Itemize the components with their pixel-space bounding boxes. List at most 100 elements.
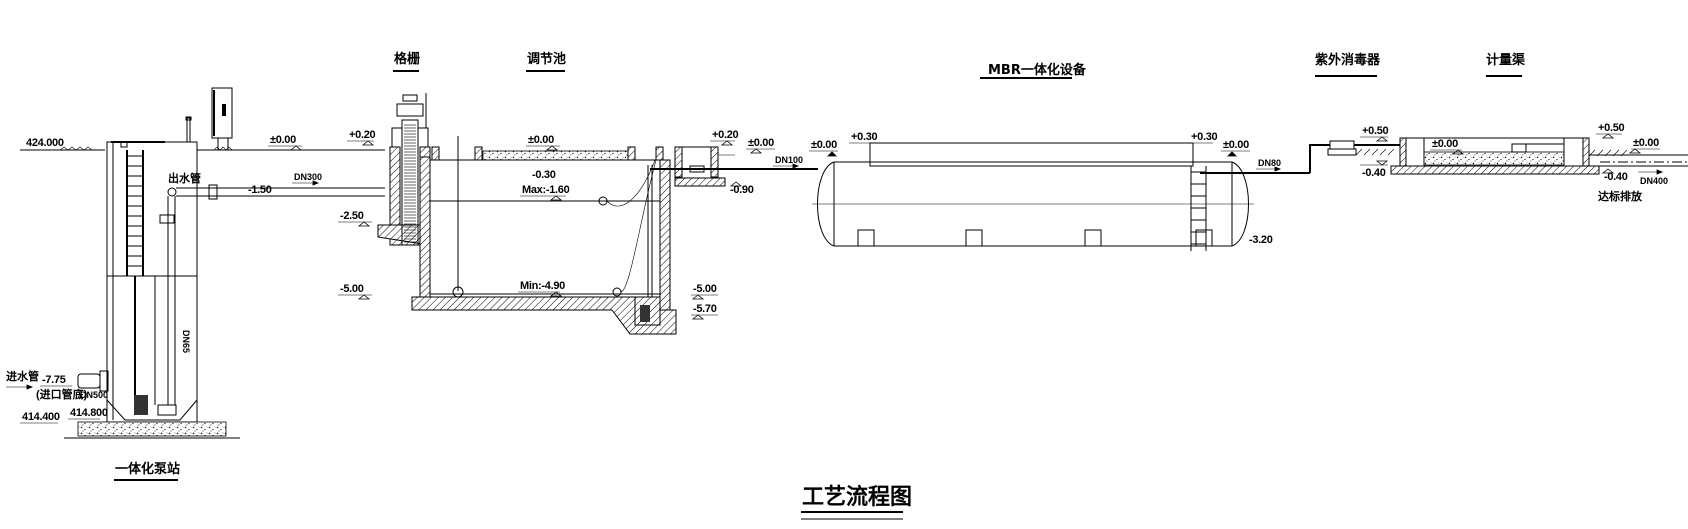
elev-marker (691, 294, 705, 300)
screen-bottom-elev: -5.00 (340, 283, 364, 295)
ground-hatch (1355, 148, 1395, 156)
mbr-outlet-pipe-size: DN80 (1258, 158, 1281, 168)
bottom-elev-outer: 414.400 (22, 411, 60, 423)
mbr-saddles (857, 229, 1213, 247)
pipe-flange (208, 184, 218, 200)
eq-wall-left (419, 156, 431, 298)
screen-drive-head (396, 103, 424, 117)
inlet-note: (进口管底) (36, 387, 88, 401)
eq-curb-mid (474, 146, 483, 161)
pump-station: 424.000 出水管 -1.50 DN300 (6, 87, 385, 481)
uv-bottom-elev: -0.40 (1362, 167, 1386, 179)
mbr-outlet-riser (1309, 144, 1330, 173)
valve-well-top-elev: +0.20 (712, 129, 739, 141)
mbr-top-right: +0.30 (1191, 131, 1218, 143)
elev-marker (720, 140, 734, 146)
eq-wall-right (659, 159, 671, 311)
screen-bars (404, 124, 416, 243)
tank-saddle (1195, 229, 1213, 247)
mbr-tank-body (834, 161, 1232, 247)
elev-marker (1227, 151, 1237, 157)
screen-channel-elev: -2.50 (340, 210, 364, 222)
tank-saddle (857, 229, 875, 247)
elev-marker (1375, 136, 1389, 142)
uv-disinfector: 紫外消毒器 +0.50 -0.40 (1315, 52, 1400, 179)
control-cabinet (211, 87, 233, 151)
outlet-pipe-size: DN300 (294, 172, 322, 182)
submersible-pump (134, 395, 148, 415)
hatch-cover (120, 141, 128, 148)
channel-bed (1423, 151, 1565, 166)
eq-slab-elev: -0.30 (532, 169, 556, 181)
channel-inner-elev: ±0.00 (1432, 138, 1458, 150)
elev-marker (1601, 133, 1615, 139)
elev-marker (545, 145, 559, 151)
min-level-label: Min:-4.90 (520, 280, 565, 292)
mbr-title: MBR一体化设备 (988, 62, 1087, 78)
screen-motor (402, 94, 418, 102)
elev-marker (1375, 160, 1389, 166)
eq-curb-far (655, 146, 664, 161)
ladder (126, 150, 144, 276)
float-cable-high (606, 159, 656, 207)
valve-well-wall-left (674, 146, 683, 178)
cabinet-nameplate (222, 104, 226, 116)
elev-marker (357, 294, 371, 300)
screen-housing (391, 127, 429, 147)
bottom-cone (106, 399, 198, 421)
metering-title: 计量渠 (1486, 52, 1526, 68)
mixer-impeller (452, 286, 464, 298)
flow-arrow-head (1656, 169, 1664, 175)
eq-pump (640, 305, 650, 322)
bottom-elev-inner: 414.800 (70, 407, 108, 419)
elev-marker (827, 151, 837, 157)
pit-top-elev: -5.00 (693, 283, 717, 295)
channel-base (1390, 165, 1600, 175)
ground-zero-label: ±0.00 (270, 134, 296, 146)
check-valve (159, 214, 175, 224)
max-level-label: Max:-1.60 (522, 184, 570, 196)
eq-floor (411, 296, 677, 335)
eq-curb-left (431, 146, 440, 161)
pump-station-title: 一体化泵站 (115, 461, 180, 477)
float-switch-low (612, 287, 622, 297)
eq-tank-title: 调节池 (527, 51, 566, 67)
discharge-label: 达标排放 (1598, 189, 1643, 203)
valve-well-wall-right (710, 146, 719, 178)
elev-marker (549, 291, 563, 297)
riser-size: DN65 (181, 330, 191, 353)
screen-unit: 格栅 +0.20 -2.50 -5.00 (338, 51, 431, 300)
eq-top-slab (482, 150, 629, 161)
mbr-unit: MBR一体化设备 ±0.00 +0.30 +0.30 ±0.00 -3.20 D… (809, 62, 1330, 251)
valve-well-bottom-elev: -0.90 (730, 184, 754, 196)
outlet-elbow (167, 187, 177, 197)
outlet-pipe-elev: -1.50 (248, 184, 272, 196)
uv-base (1327, 148, 1357, 156)
mbr-top-left: +0.30 (851, 131, 878, 143)
mbr-bottom-elev: -3.20 (1249, 234, 1273, 246)
eq-curb-right (627, 146, 636, 161)
mbr-ground-left: ±0.00 (811, 139, 837, 151)
elev-marker (691, 314, 705, 320)
channel-wall-right (1582, 137, 1590, 167)
float-cable-low (620, 159, 657, 293)
inlet-pipe-stub (77, 373, 101, 389)
vent-pipe (186, 117, 191, 143)
flow-arrow-head (792, 163, 800, 169)
drawing-title: 工艺流程图 (802, 484, 912, 510)
metering-channel: 计量渠 ±0.00 +0.50 ±0.00 -0.40 DN400 达标排放 (1390, 52, 1688, 203)
flow-arrow-head (312, 180, 320, 186)
elev-marker (1628, 148, 1642, 154)
elev-marker (1451, 149, 1465, 155)
elev-marker (361, 140, 375, 146)
elev-marker (1601, 168, 1615, 174)
channel-bottom-elev: -0.40 (1604, 171, 1628, 183)
eq-top-elev: ±0.00 (528, 134, 554, 146)
valve-well-floor (674, 177, 726, 187)
ground-elev-label: 424.000 (26, 137, 64, 149)
vent-cap (185, 116, 192, 121)
eq-outlet-pipe-size: DN100 (775, 155, 803, 165)
inlet-pipe-label: 进水管 (6, 369, 39, 383)
screen-title: 格栅 (394, 51, 420, 67)
